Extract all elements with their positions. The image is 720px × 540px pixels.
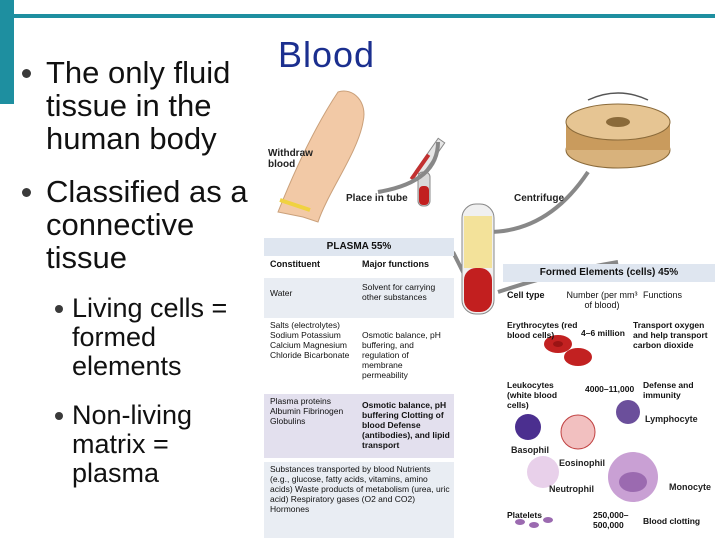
bullet-text: The only fluid tissue in the human body (46, 55, 231, 156)
plasma-col-functions: Major functions (362, 259, 429, 269)
sub-bullet-text: Non-living matrix = plasma (72, 400, 193, 488)
plasma-function: Solvent for carrying other substances (362, 282, 436, 302)
plasma-row: Water Solvent for carrying other substan… (264, 278, 454, 318)
centrifuge-label: Centrifuge (514, 193, 564, 204)
cell-number: 250,000–500,000 (593, 510, 629, 530)
top-accent-line (0, 14, 715, 18)
cell-number: 4–6 million (581, 328, 625, 338)
formed-row: Leukocytes (white blood cells) 4000–11,0… (503, 378, 715, 410)
sub-bullet-item: Living cells = formed elements (22, 294, 257, 381)
cell-type: Platelets (507, 510, 542, 520)
cell-type: Erythrocytes (red blood cells) (507, 320, 578, 340)
formed-col-cell-type: Cell type (507, 290, 545, 300)
formed-row: Erythrocytes (red blood cells) 4–6 milli… (503, 318, 715, 368)
bullet-text: Classified as a connective tissue (46, 174, 248, 275)
plasma-function: Osmotic balance, pH buffering, and regul… (362, 330, 441, 380)
plasma-row: Substances transported by blood Nutrient… (264, 462, 454, 538)
platelets-icon (515, 517, 553, 528)
bullet-item: The only fluid tissue in the human body (22, 56, 257, 155)
bullet-dot-icon (22, 188, 31, 197)
blood-composition-figure (277, 90, 671, 528)
arm-icon (277, 90, 365, 223)
neutrophil-icon (527, 456, 559, 488)
neutrophil-label: Neutrophil (549, 484, 594, 494)
lymphocyte-label: Lymphocyte (645, 414, 698, 424)
plasma-constituent: Salts (electrolytes) Sodium Potassium Ca… (270, 320, 350, 360)
basophil-icon (515, 414, 541, 440)
cell-number: 4000–11,000 (585, 384, 635, 394)
sub-bullet-item: Non-living matrix = plasma (22, 401, 257, 488)
centrifuged-tube-icon (461, 203, 495, 315)
plasma-constituent: Water (270, 288, 293, 298)
formed-row: Platelets 250,000–500,000 Blood clotting (503, 508, 715, 538)
wrist-band-icon (279, 198, 311, 212)
cell-type: Leukocytes (white blood cells) (507, 380, 558, 410)
slide-title: Blood (278, 34, 376, 75)
arrow-icon (377, 141, 440, 194)
lymphocyte-icon (616, 400, 640, 424)
monocyte-label: Monocyte (669, 482, 712, 492)
plasma-constituent: Plasma proteins Albumin Fibrinogen Globu… (270, 396, 344, 426)
basophil-label: Basophil (511, 445, 550, 455)
plasma-row: Plasma proteins Albumin Fibrinogen Globu… (264, 394, 454, 458)
left-accent-bar (0, 0, 14, 104)
withdraw-blood-label: Withdraw blood (268, 148, 313, 170)
bullet-dot-icon (55, 305, 63, 313)
plasma-table: PLASMA 55% Constituent Major functions W… (264, 238, 454, 538)
plasma-function: Osmotic balance, pH buffering Clotting o… (362, 400, 450, 450)
formed-elements-table: Formed Elements (cells) 45% Cell type Nu… (503, 264, 715, 540)
plasma-col-constituent: Constituent (270, 259, 320, 269)
bullet-list: The only fluid tissue in the human body … (22, 56, 257, 508)
cell-function: Defense and immunity (643, 380, 694, 400)
formed-col-functions: Functions (643, 290, 683, 300)
bullet-dot-icon (55, 412, 63, 420)
bullet-dot-icon (22, 69, 31, 78)
bullet-item: Classified as a connective tissue (22, 175, 257, 274)
cell-function: Transport oxygen and help transport carb… (633, 320, 708, 350)
erythrocytes-icon (544, 335, 592, 366)
plasma-constituent: Substances transported by blood Nutrient… (270, 464, 450, 514)
plasma-row: Salts (electrolytes) Sodium Potassium Ca… (264, 320, 454, 392)
formed-col-number: Number (per mm³ of blood) (566, 290, 638, 310)
eosinophil-label: Eosinophil (559, 458, 605, 468)
place-in-tube-label: Place in tube (346, 193, 408, 204)
eosinophil-icon (560, 414, 596, 450)
centrifuge-icon (565, 92, 671, 169)
cell-function: Blood clotting (643, 516, 701, 526)
arrow-icon (487, 170, 590, 234)
sub-bullet-text: Living cells = formed elements (72, 293, 228, 381)
formed-header: Formed Elements (cells) 45% (503, 264, 715, 282)
plasma-header: PLASMA 55% (264, 238, 454, 256)
